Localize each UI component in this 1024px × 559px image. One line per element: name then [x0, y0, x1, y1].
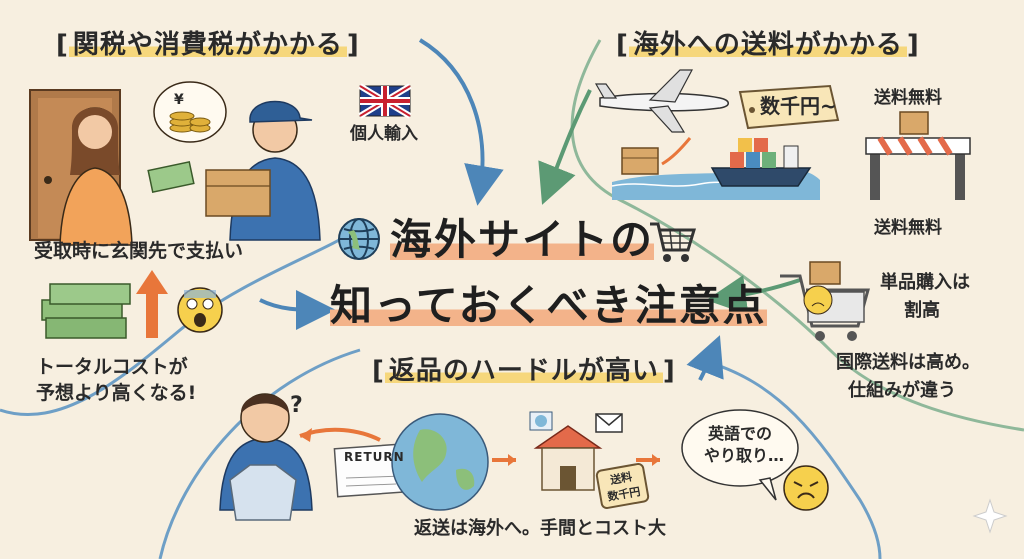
envelope-icon	[595, 413, 623, 433]
barrier-icon	[865, 111, 971, 200]
divider-curve-right	[570, 39, 1024, 432]
sparkle-icon	[972, 498, 1008, 534]
intl-shipping-line1: 国際送料は高め。	[836, 352, 980, 373]
arrow-left-to-center	[259, 289, 336, 330]
price-tag-label: 数千円~	[760, 94, 837, 118]
speech-bubble	[681, 409, 799, 501]
single-purchase-line2: 割高	[904, 300, 940, 321]
yen-symbol: ¥	[174, 92, 184, 108]
single-purchase-line1: 単品購入は	[880, 272, 970, 293]
page-title-line1: 海外サイトの	[390, 215, 655, 264]
airplane-icon	[594, 69, 729, 133]
ship-icon	[710, 138, 812, 187]
question-mark: ?	[290, 393, 303, 418]
small-box-icon	[621, 147, 659, 175]
arrow-tax-to-center	[418, 38, 504, 206]
arrow-up-icon	[136, 270, 168, 338]
arrow-returns-to-center	[686, 335, 724, 381]
english-bubble-line1: 英語での	[708, 424, 773, 443]
sad-cart-icon	[780, 261, 870, 341]
arrow-return-left	[299, 427, 381, 442]
pay-at-door-note: 受取時に玄関先で支払い	[34, 240, 244, 262]
shipping-heading: [海外への送料がかかる]	[616, 30, 920, 60]
page-title-line2: 知っておくべき注意点	[330, 281, 767, 330]
arrow-shipping-to-center	[538, 89, 592, 205]
uk-flag-icon	[358, 83, 412, 119]
return-label-text: RETURN	[344, 450, 405, 464]
post-office-illustration	[529, 411, 603, 491]
total-cost-note-line1: トータルコストが	[36, 356, 188, 378]
price-tag-shape	[738, 84, 840, 130]
shocked-face-icon	[177, 287, 223, 333]
divider-curve-left	[0, 228, 356, 416]
tax-heading: [関税や消費税がかかる]	[56, 30, 360, 60]
coins-bubble	[153, 81, 227, 143]
free-shipping-label-bottom: 送料無料	[874, 218, 942, 238]
divider-curve-bottom	[158, 348, 882, 559]
confused-man-illustration	[219, 393, 313, 521]
return-shipping-tag: 送料 数千円	[594, 462, 651, 510]
woman-illustration	[59, 107, 133, 246]
free-shipping-label-top: 送料無料	[874, 88, 942, 108]
crying-face-icon	[783, 465, 829, 511]
personal-import-label: 個人輸入	[350, 124, 418, 144]
return-cost-note: 返送は海外へ。手間とコスト大	[414, 518, 666, 539]
arrow-box-to-ship	[661, 137, 692, 166]
english-bubble-line2: やり取り…	[704, 446, 785, 465]
returns-heading: [返品のハードルが高い]	[372, 356, 676, 386]
globe-icon	[336, 216, 382, 262]
money-stack	[41, 283, 131, 339]
shopping-cart-icon	[648, 218, 697, 264]
world-globe-illustration	[391, 413, 489, 511]
total-cost-note-line2: 予想より高くなる!	[36, 382, 197, 404]
cash-in-hand	[147, 160, 195, 194]
intl-shipping-line2: 仕組みが違う	[848, 380, 956, 401]
delivery-man-illustration	[205, 100, 321, 241]
